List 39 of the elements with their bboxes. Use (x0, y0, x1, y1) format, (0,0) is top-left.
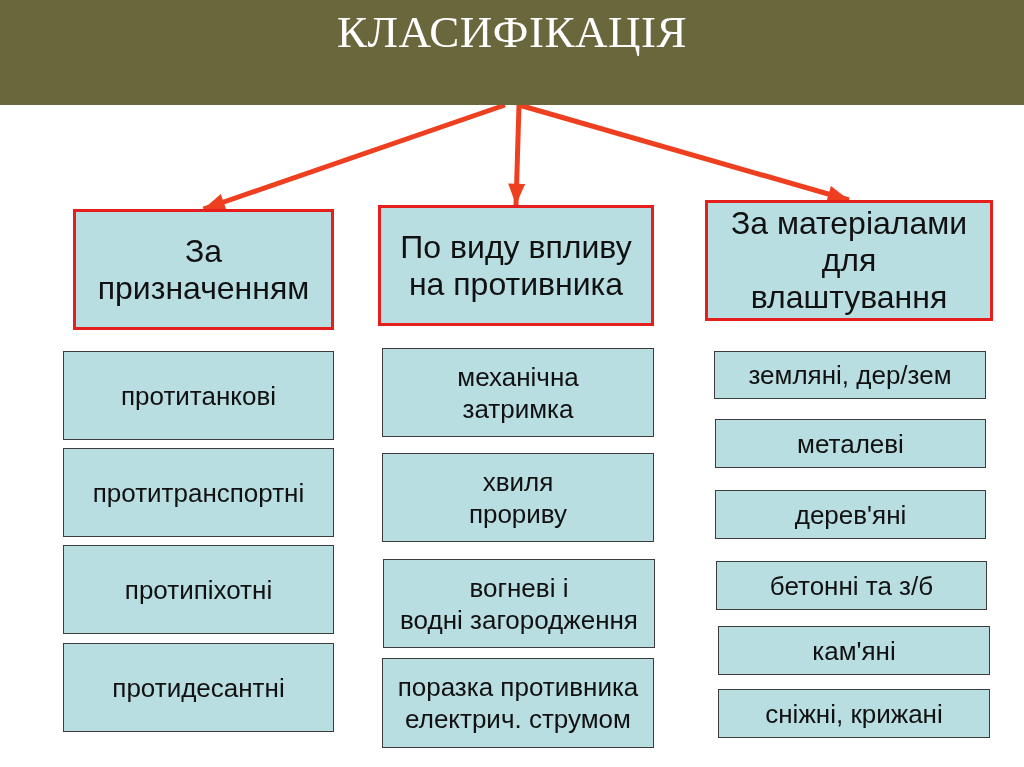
item-label: поразка противника електрич. струмом (397, 671, 639, 735)
item-box (383, 559, 655, 648)
item-label: протидесантні (112, 671, 285, 704)
category-label: За призначенням (97, 232, 310, 307)
item-label: протитранспортні (92, 476, 305, 509)
item-label: механічна затримка (457, 360, 579, 425)
item-box (63, 545, 334, 634)
item-box (382, 348, 654, 437)
item-label: сніжні, крижані (765, 697, 943, 730)
arrow (518, 102, 850, 203)
item-box (716, 561, 987, 610)
item-box (715, 419, 986, 468)
category-label: За матеріалами для влаштування (730, 205, 968, 316)
item-label: протипіхотні (124, 573, 273, 606)
item-box (382, 453, 654, 542)
item-box (63, 448, 334, 537)
arrow (202, 102, 506, 212)
item-label: дерев'яні (794, 498, 907, 531)
item-label: хвиля прориву (468, 465, 568, 530)
category-box (73, 209, 334, 330)
item-box (63, 643, 334, 732)
category-label: По виду впливу на противника (400, 228, 632, 303)
item-label: бетонні та з/б (769, 569, 934, 602)
header-band (0, 0, 1024, 105)
item-box (718, 626, 990, 675)
item-box (714, 351, 986, 399)
category-box (378, 205, 654, 326)
item-label: протитанкові (121, 379, 276, 412)
item-box (715, 490, 986, 539)
item-label: металеві (797, 427, 904, 460)
item-label: земляні, дер/зем (748, 359, 952, 391)
item-box (63, 351, 334, 440)
item-label: вогневі і водні загородження (400, 571, 638, 636)
item-box (718, 689, 990, 738)
item-box (382, 658, 654, 748)
item-label: кам'яні (812, 634, 896, 667)
category-box (705, 200, 993, 321)
title: КЛАСИФІКАЦІЯ (337, 6, 687, 58)
arrow (508, 104, 526, 206)
